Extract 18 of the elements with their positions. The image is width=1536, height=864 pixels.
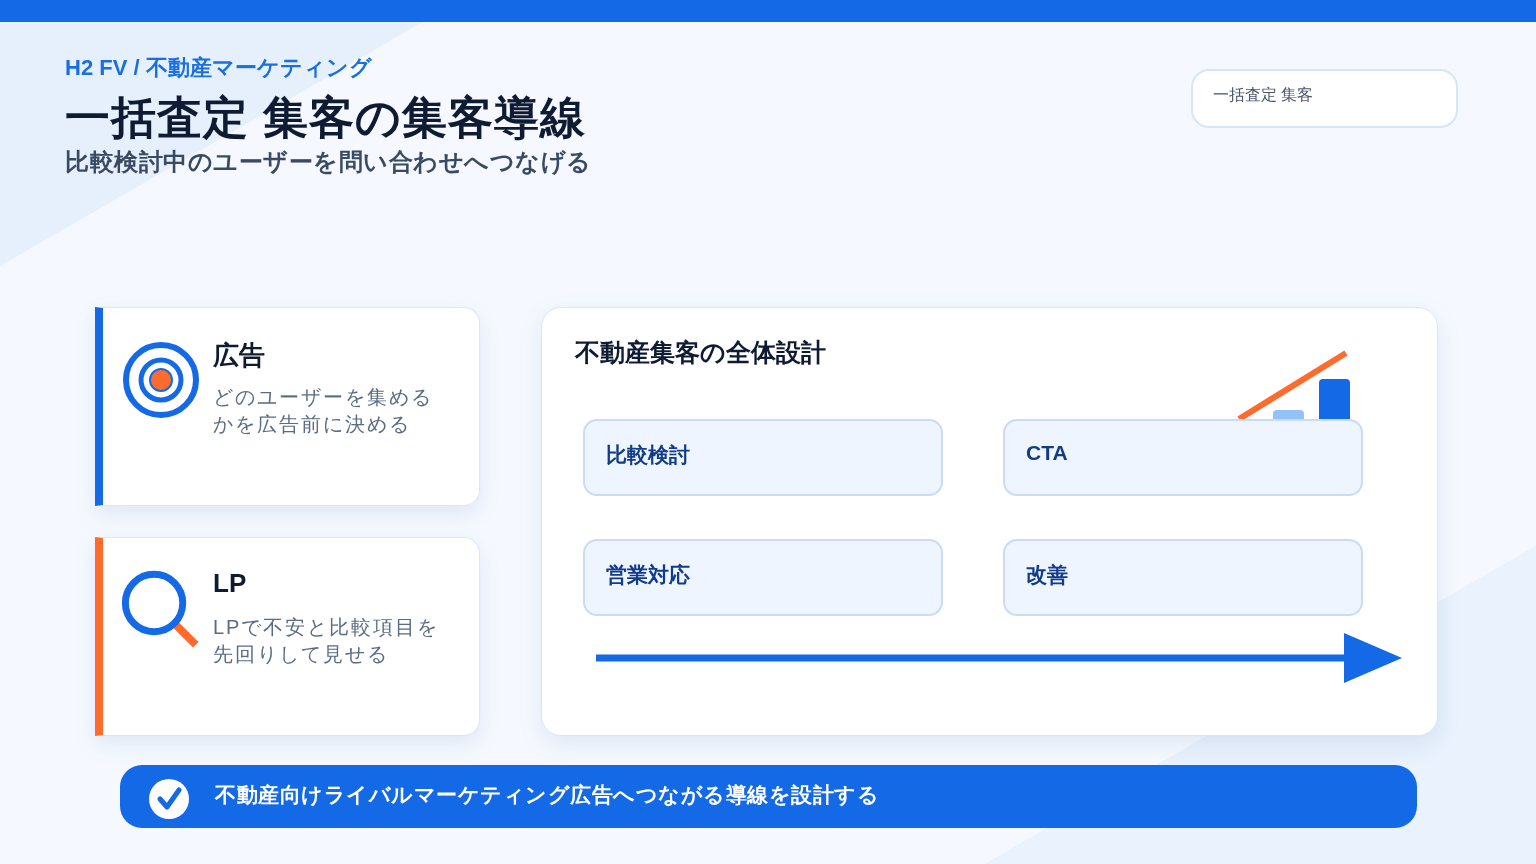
- page-subtitle: 比較検討中のユーザーを問い合わせへつなげる: [65, 147, 592, 177]
- card-description: LPで不安と比較項目を先回りして見せる: [213, 615, 441, 667]
- step-card: 比較検討: [583, 419, 943, 496]
- keyword-tag: 一括査定 集客: [1191, 69, 1458, 128]
- card-heading: 広告: [213, 339, 265, 372]
- card-description: どのユーザーを集めるかを広告前に決める: [213, 385, 434, 437]
- feature-card: [95, 307, 480, 506]
- step-card: 改善: [1003, 539, 1363, 616]
- eyebrow-label: H2 FV / 不動産マーケティング: [65, 54, 372, 82]
- summary-banner: [120, 765, 1417, 828]
- banner-text: 不動産向けライバルマーケティング広告へつながる導線を設計する: [215, 782, 879, 809]
- step-card: CTA: [1003, 419, 1363, 496]
- design-panel: [541, 307, 1438, 736]
- card-heading: LP: [213, 568, 247, 599]
- panel-title: 不動産集客の全体設計: [575, 337, 826, 368]
- page-title: 一括査定 集客の集客導線: [65, 91, 586, 145]
- feature-card: [95, 537, 480, 736]
- step-card: 営業対応: [583, 539, 943, 616]
